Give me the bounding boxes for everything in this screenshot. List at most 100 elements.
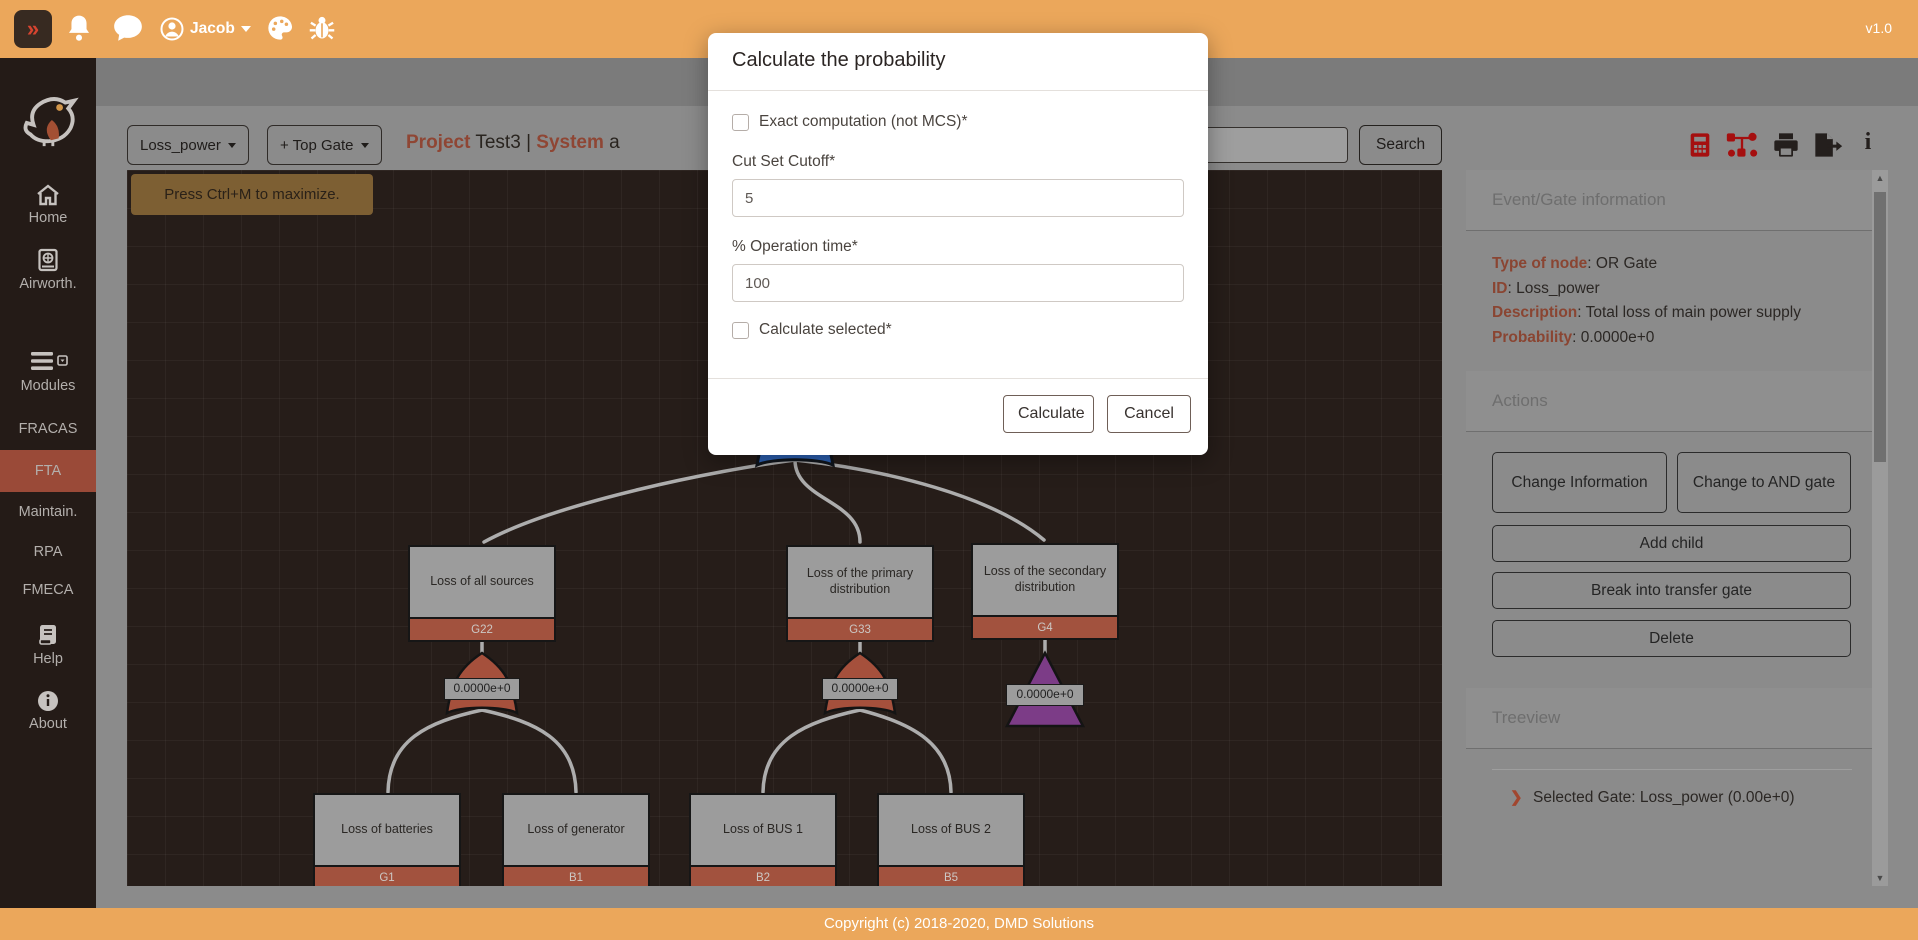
fault-tree-node-g1[interactable]: Loss of batteries G1 [313, 793, 461, 886]
cut-sets-diagram-icon[interactable] [1724, 131, 1760, 159]
fault-tree-node-g33[interactable]: Loss of the primary distribution G33 [786, 545, 934, 642]
chevron-right-icon[interactable]: ❯ [1510, 789, 1523, 806]
calculate-selected-label: Calculate selected* [759, 321, 892, 338]
fault-tree-node-g4[interactable]: Loss of the secondary distribution G4 [971, 543, 1119, 640]
sidebar-item-fmeca[interactable]: FMECA [0, 582, 96, 598]
sidebar-item-label: Maintain. [18, 504, 78, 520]
sidebar-item-modules[interactable]: Modules [0, 350, 96, 394]
fault-tree-node-b1[interactable]: Loss of generator B1 [502, 793, 650, 886]
sidebar-item-label: FRACAS [18, 421, 78, 437]
delete-button[interactable]: Delete [1492, 620, 1851, 657]
cut-set-cutoff-label: Cut Set Cutoff* [732, 153, 836, 170]
gate-probability-label: 0.0000e+0 [1006, 684, 1084, 706]
sidebar-item-about[interactable]: About [0, 690, 96, 732]
add-top-gate-dropdown[interactable]: + Top Gate [267, 125, 382, 165]
exact-computation-checkbox[interactable] [732, 113, 749, 131]
node-id: B5 [879, 865, 1023, 886]
double-chevron-right-icon: » [26, 16, 40, 41]
user-avatar-icon [160, 17, 184, 41]
chevron-down-icon [360, 143, 369, 149]
info-value: : Total loss of main power supply [1577, 304, 1801, 321]
node-label: Loss of generator [504, 795, 648, 865]
modules-dropdown-icon [57, 355, 68, 366]
actions-header: Actions [1466, 371, 1872, 432]
node-id: B2 [691, 865, 835, 886]
info-probability: Probability: 0.0000e+0 [1492, 326, 1801, 351]
treeview-selected-gate[interactable]: ❯ Selected Gate: Loss_power (0.00e+0) [1510, 788, 1795, 807]
selected-gate-label: Selected Gate: Loss_power (0.00e+0) [1533, 789, 1795, 806]
add-top-gate-label: + Top Gate [280, 136, 354, 154]
maximize-hint: Press Ctrl+M to maximize. [131, 174, 373, 215]
user-menu[interactable]: Jacob [160, 16, 251, 42]
gate-selector-label: Loss_power [140, 136, 221, 154]
calculate-probability-modal: Calculate the probability Exact computat… [708, 33, 1208, 455]
sidebar-item-rpa[interactable]: RPA [0, 544, 96, 560]
change-to-and-gate-button[interactable]: Change to AND gate [1677, 452, 1851, 513]
project-name: Test3 [475, 132, 521, 153]
collapse-sidebar-button[interactable]: » [14, 10, 52, 48]
node-id: G4 [973, 615, 1117, 638]
scroll-down-icon[interactable]: ▼ [1875, 873, 1885, 883]
export-file-icon[interactable] [1810, 131, 1844, 159]
modal-footer-divider [708, 378, 1208, 379]
info-label: Probability [1492, 328, 1573, 346]
fault-tree-node-b5[interactable]: Loss of BUS 2 B5 [877, 793, 1025, 886]
break-into-transfer-gate-button[interactable]: Break into transfer gate [1492, 572, 1851, 609]
home-icon [37, 184, 59, 206]
search-button[interactable]: Search [1359, 125, 1443, 165]
sidebar-item-home[interactable]: Home [0, 184, 96, 226]
gate-probability-label: 0.0000e+0 [444, 678, 520, 700]
gate-selector-dropdown[interactable]: Loss_power [127, 125, 249, 165]
sidebar-item-fta[interactable]: FTA [0, 450, 96, 492]
info-label: Description [1492, 304, 1578, 321]
search-input[interactable] [1196, 127, 1348, 163]
title-separator: | [526, 132, 531, 153]
cancel-button[interactable]: Cancel [1107, 395, 1191, 433]
scrollbar-thumb[interactable] [1874, 192, 1886, 462]
info-icon[interactable]: i [1864, 129, 1872, 155]
node-id: G33 [788, 617, 932, 640]
node-label: Loss of BUS 2 [879, 795, 1023, 865]
info-id: ID: Loss_power [1492, 277, 1801, 302]
app-version: v1.0 [1865, 20, 1892, 36]
scroll-up-icon[interactable]: ▲ [1875, 173, 1885, 183]
panel-scrollbar[interactable]: ▲ ▼ [1872, 170, 1888, 886]
print-icon[interactable] [1772, 131, 1800, 159]
chevron-down-icon [227, 143, 236, 149]
calculator-icon[interactable] [1686, 131, 1714, 159]
sidebar-item-label: Help [33, 651, 63, 667]
info-type-of-node: Type of node: OR Gate [1492, 252, 1801, 277]
info-label: Type of node [1492, 255, 1588, 272]
calculate-selected-row: Calculate selected* [732, 321, 892, 339]
chevron-down-icon [240, 26, 251, 32]
fault-tree-node-b2[interactable]: Loss of BUS 1 B2 [689, 793, 837, 886]
theme-palette-icon[interactable] [266, 14, 294, 42]
sidebar-item-airworthiness[interactable]: Airworth. [0, 248, 96, 292]
app-logo-bird [23, 97, 79, 147]
exact-computation-label: Exact computation (not MCS)* [759, 113, 968, 130]
copyright-text: Copyright (c) 2018-2020, DMD Solutions [823, 915, 1095, 932]
user-name: Jacob [190, 20, 235, 37]
info-value: : OR Gate [1587, 255, 1658, 272]
cut-set-cutoff-input[interactable] [732, 179, 1184, 217]
bug-report-icon[interactable] [308, 14, 336, 42]
sidebar-item-label: Home [28, 210, 68, 226]
sidebar-item-fracas[interactable]: FRACAS [0, 421, 96, 437]
chat-icon[interactable] [113, 14, 143, 42]
treeview-divider [1492, 769, 1852, 770]
add-child-button[interactable]: Add child [1492, 525, 1851, 562]
info-circle-icon [38, 691, 58, 711]
sidebar-item-label: FTA [34, 463, 62, 479]
info-value: : Loss_power [1507, 279, 1600, 297]
operation-time-input[interactable] [732, 264, 1184, 302]
notifications-bell-icon[interactable] [66, 14, 92, 42]
sidebar-item-label: About [29, 716, 67, 732]
fault-tree-node-g22[interactable]: Loss of all sources G22 [408, 545, 556, 642]
sidebar-item-maintainability[interactable]: Maintain. [0, 504, 96, 520]
modal-title: Calculate the probability [732, 49, 946, 71]
calculate-selected-checkbox[interactable] [732, 321, 749, 339]
change-information-button[interactable]: Change Information [1492, 452, 1667, 513]
calculate-button[interactable]: Calculate [1003, 395, 1094, 433]
node-label: Loss of batteries [315, 795, 459, 865]
sidebar-item-help[interactable]: Help [0, 623, 96, 667]
